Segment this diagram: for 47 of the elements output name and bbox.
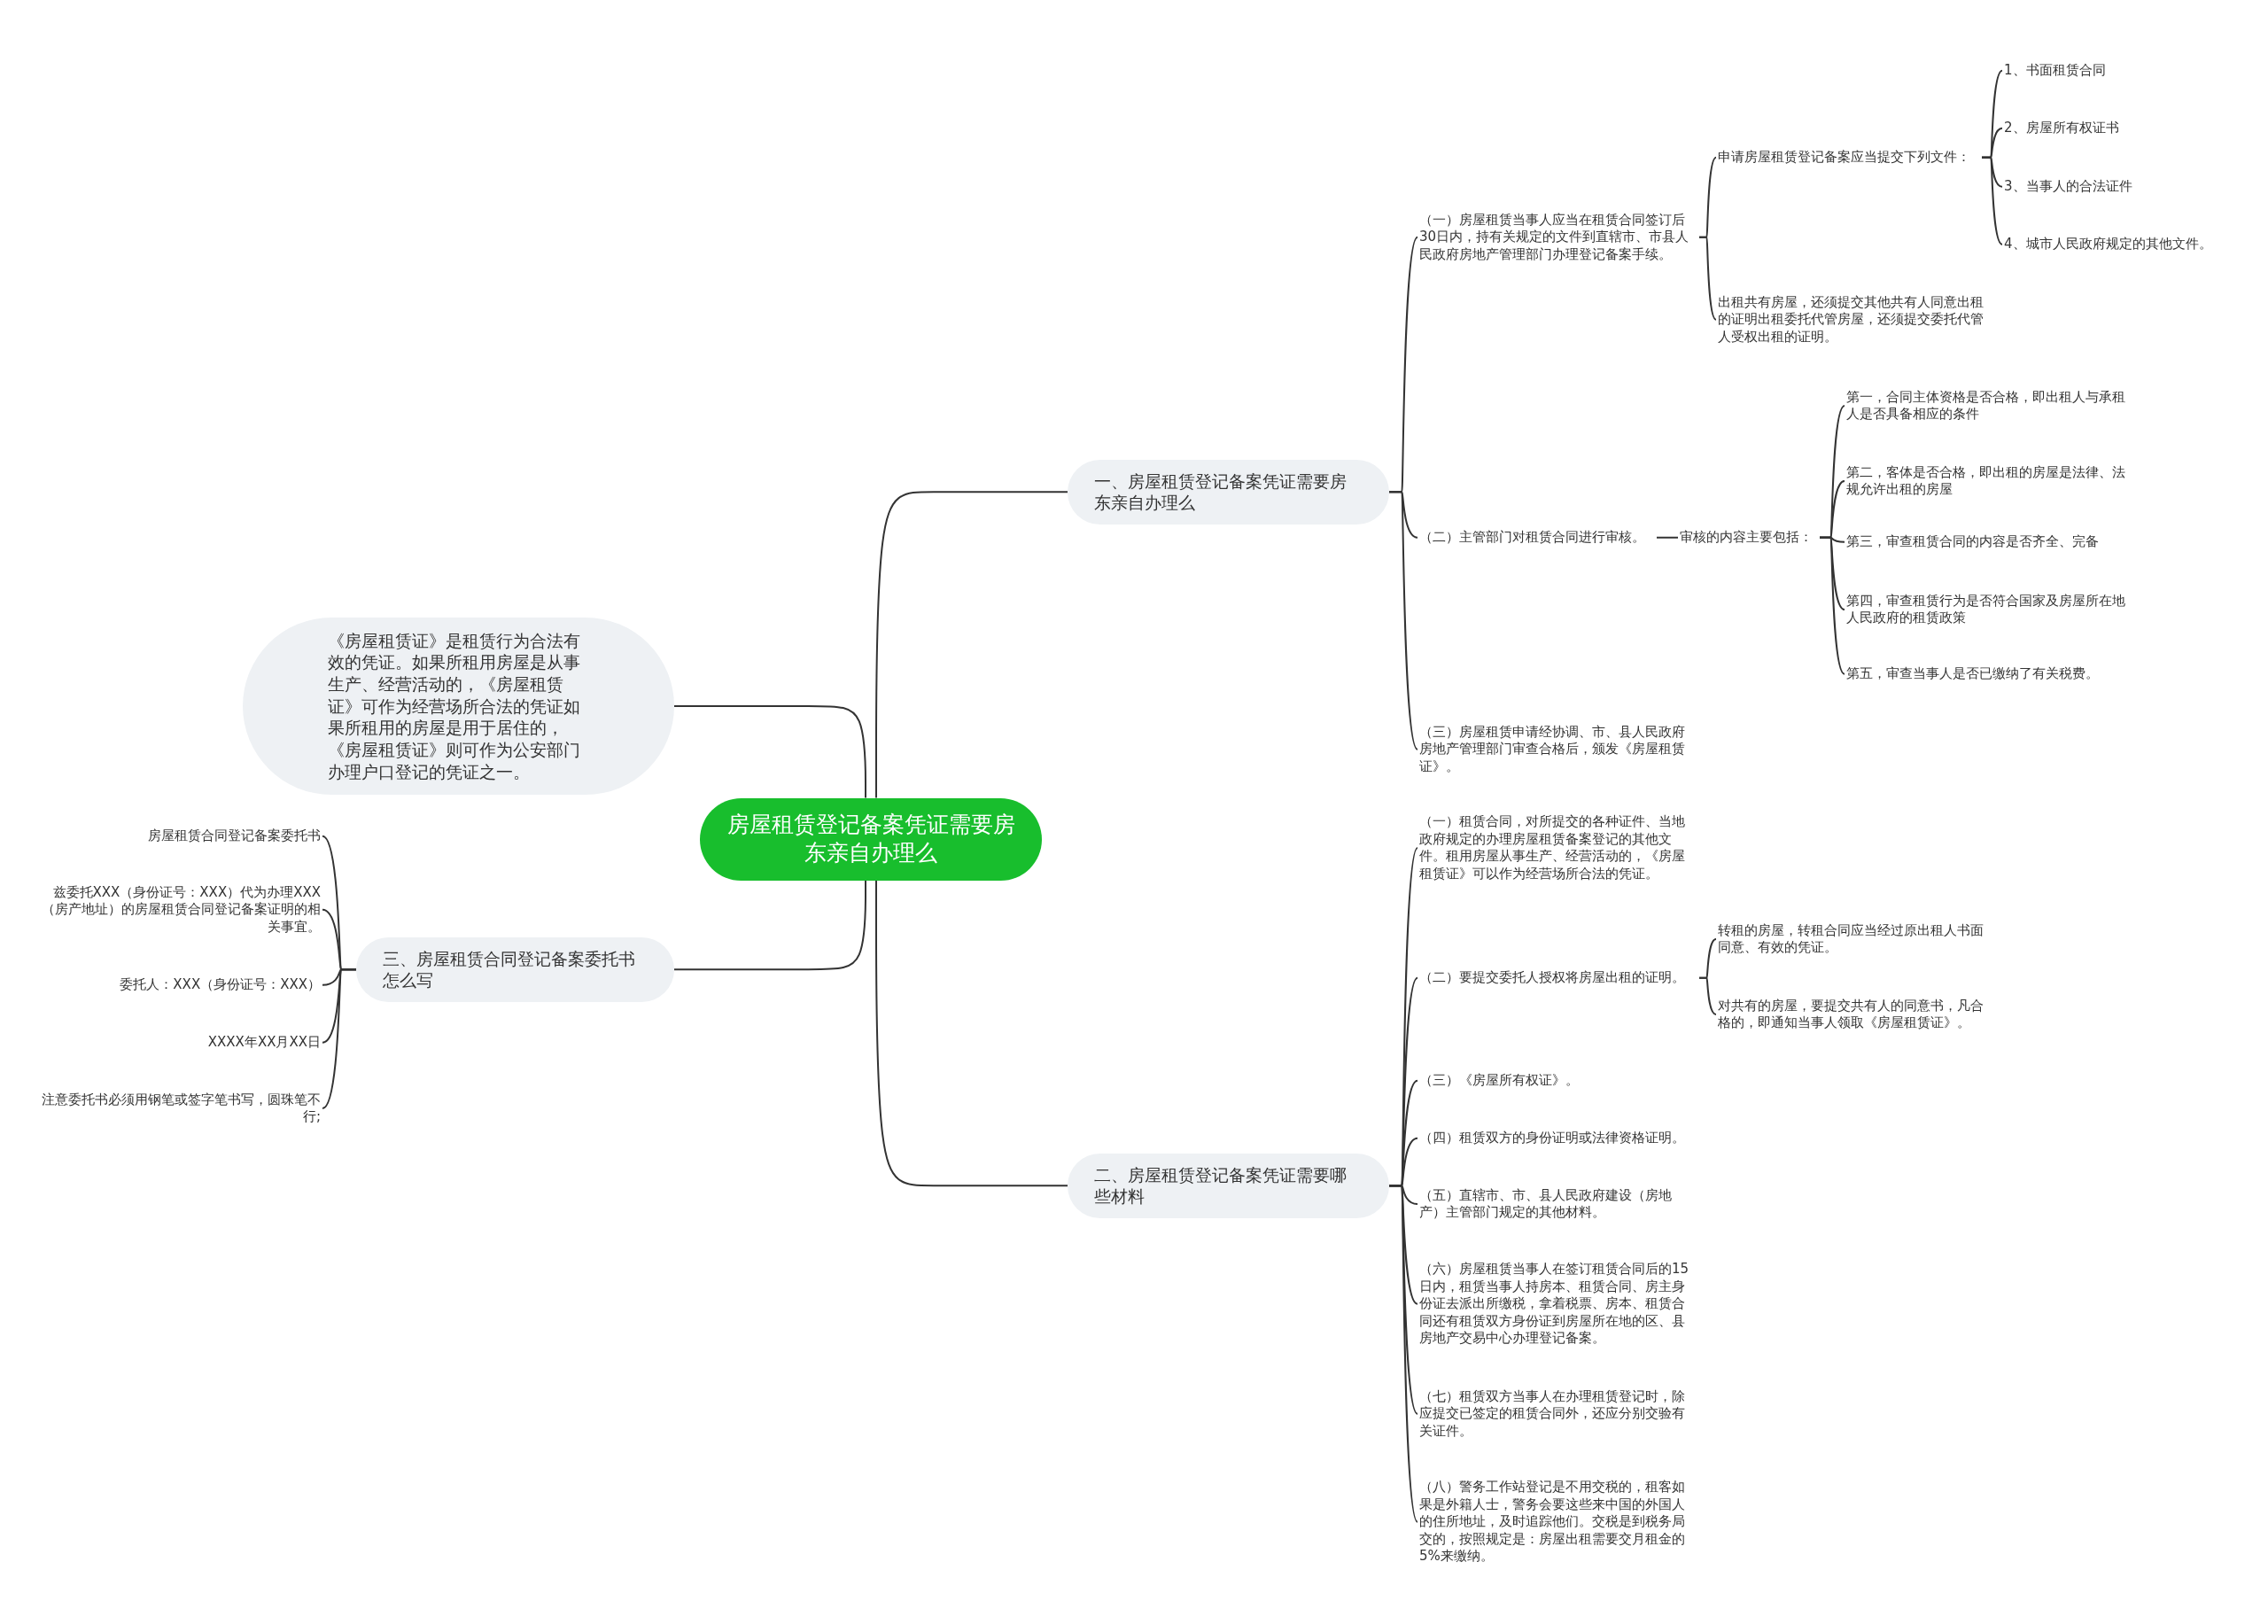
topic-text: XXXX年XX月XX日: [39, 1033, 322, 1053]
topic-bubble: 三、房屋租赁合同登记备案委托书怎么写: [356, 936, 674, 1002]
connector-line: [1981, 156, 2003, 245]
connector-line: [1698, 236, 1717, 321]
connector-line: [673, 704, 866, 799]
connector-line: [875, 491, 1068, 799]
topic-text: （三）房屋租赁申请经协调、市、县人民政府房地产管理部门审查合格后，颁发《房屋租赁证》。: [1418, 722, 1699, 776]
topic-text: 第五，审查当事人是否已缴纳了有关税费。: [1845, 664, 2132, 684]
topic-text: （一）租赁合同，对所提交的各种证件、当地政府规定的办理房屋租赁备案登记的其他文件。租用房屋从事生产、经营活动的，《房屋租赁证》可以作为经营场所合法的凭证。: [1418, 812, 1699, 883]
topic-text: （六）房屋租赁当事人在签订租赁合同后的15日内，租赁当事人持房本、租赁合同、房主身份证去派出所缴税，拿着税票、房本、租赁合同还有租赁双方身份证到房屋所在地的区、县房地产交易中心办理登记备案。: [1418, 1260, 1699, 1348]
topic-text: 兹委托XXX（身份证号：XXX）代为办理XXX（房产地址）的房屋租赁合同登记备案证明的相关事宜。: [39, 882, 322, 936]
topic-text: 3、当事人的合法证件: [2002, 177, 2197, 197]
topic-text: （八）警务工作站登记是不用交税的，租客如果是外籍人士，警务会要这些来中国的外国人的住所地址，及时追踪他们。交税是到税务局交的，按照规定是：房屋出租需要交月租金的5%来缴纳。: [1418, 1478, 1699, 1566]
topic-text: 第二，客体是否合格，即出租的房屋是法律、法规允许出租的房屋: [1845, 462, 2132, 500]
topic-text: 委托人：XXX（身份证号：XXX）: [39, 975, 322, 995]
topic-text: （五）直辖市、市、县人民政府建设（房地产）主管部门规定的其他材料。: [1418, 1185, 1699, 1223]
topic-text: 对共有的房屋，要提交共有人的同意书，凡合格的，即通知当事人领取《房屋租赁证》。: [1716, 996, 1998, 1033]
topic-text: 第一，合同主体资格是否合格，即出租人与承租人是否具备相应的条件: [1845, 387, 2132, 424]
topic-text: 4、城市人民政府规定的其他文件。: [2002, 235, 2241, 254]
topic-text: （一）房屋租赁当事人应当在租赁合同签订后30日内，持有关规定的文件到直辖市、市县人民政府房地产管理部门办理登记备案手续。: [1418, 210, 1699, 264]
topic-text: 房屋租赁合同登记备案委托书: [39, 827, 322, 846]
topic-text: 2、房屋所有权证书: [2002, 119, 2197, 138]
topic-bubble: 一、房屋租赁登记备案凭证需要房东亲自办理么: [1068, 459, 1389, 524]
topic-text: 审核的内容主要包括：: [1678, 528, 1820, 548]
topic-text: 第四，审查租赁行为是否符合国家及房屋所在地人民政府的租赁政策: [1845, 591, 2132, 628]
topic-text: （二）主管部门对租赁合同进行审核。: [1418, 528, 1657, 548]
connector-line: [1698, 976, 1717, 1015]
topic-text: （四）租赁双方的身份证明或法律资格证明。: [1418, 1129, 1699, 1148]
topic-text: 注意委托书必须用钢笔或签字笔书写，圆珠笔不行;: [39, 1090, 322, 1127]
topic-text: 1、书面租赁合同: [2002, 61, 2197, 81]
central-topic-bubble: 房屋租赁登记备案凭证需要房东亲自办理么: [700, 797, 1042, 881]
connector-line: [1388, 1185, 1418, 1523]
topic-text: （三）《房屋所有权证》。: [1418, 1071, 1699, 1091]
connector-line: [1819, 536, 1845, 675]
topic-text: 出租共有房屋，还须提交其他共有人同意出租的证明出租委托代管房屋，还须提交委托代管人受权出租的证明。: [1716, 292, 1998, 346]
connector-line: [1656, 536, 1679, 539]
topic-bubble: 《房屋租赁证》是租赁行为合法有效的凭证。如果所租用房屋是从事生产、经营活动的，《房屋租赁证》可作为经营场所合法的凭证如果所租用的房屋是用于居住的，《房屋租赁证》则可作为公安部门办理户口登记的凭证之一。: [243, 617, 674, 796]
topic-text: （七）租赁双方当事人在办理租赁登记时，除应提交已签定的租赁合同外，还应分别交验有关证件。: [1418, 1387, 1699, 1441]
connector-line: [875, 879, 1068, 1187]
topic-bubble: 二、房屋租赁登记备案凭证需要哪些材料: [1068, 1153, 1389, 1218]
topic-text: 申请房屋租赁登记备案应当提交下列文件：: [1716, 148, 1982, 167]
connector-line: [1388, 491, 1418, 750]
connector-line: [673, 879, 866, 971]
connector-line: [322, 968, 357, 1109]
topic-text: 第三，审查租赁合同的内容是否齐全、完备: [1845, 532, 2132, 552]
topic-text: 转租的房屋，转租合同应当经过原出租人书面同意、有效的凭证。: [1716, 921, 1998, 958]
topic-text: （二）要提交委托人授权将房屋出租的证明。: [1418, 968, 1699, 988]
